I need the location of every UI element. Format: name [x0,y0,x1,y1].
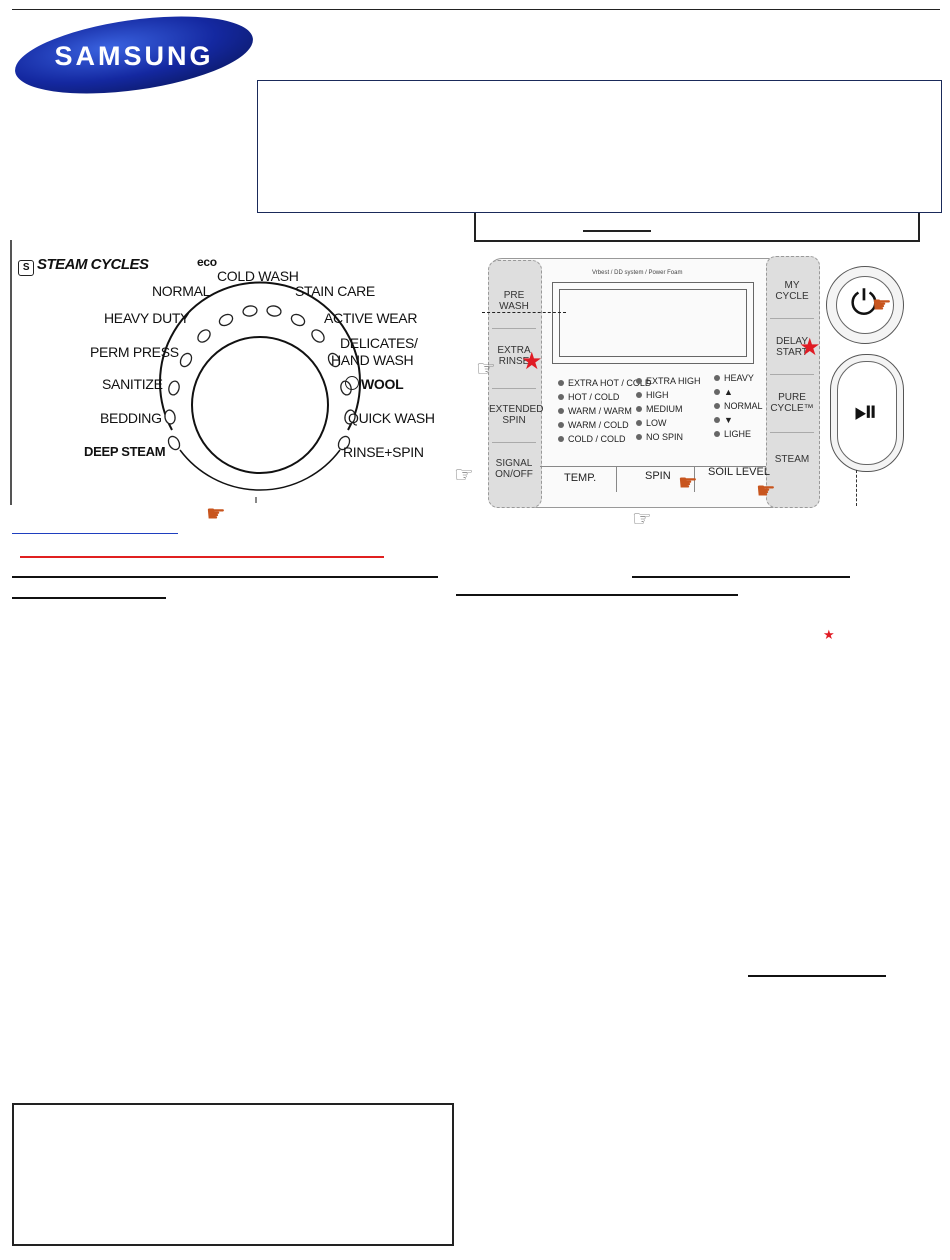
separator [770,432,814,433]
top-rule [12,9,940,10]
cycle-label-wool[interactable]: WOOL [345,376,404,392]
spin-button[interactable]: SPIN [645,470,671,482]
panel-left-column [488,260,542,508]
underline [12,597,166,599]
cycle-label-stain-care[interactable]: STAIN CARE [295,283,375,299]
separator [694,466,695,492]
dashed-guide [482,312,566,313]
spin-options: EXTRA HIGH HIGH MEDIUM LOW NO SPIN [636,376,701,442]
spin-option: EXTRA HIGH [636,376,701,386]
temp-options: EXTRA HOT / COLD HOT / COLD WARM / WARM … [558,378,651,444]
dashed-guide [856,470,858,506]
cycle-label-cold-wash[interactable]: COLD WASH [217,268,299,284]
pointing-hand-icon: ☞ [632,506,652,531]
separator [616,466,617,492]
cycle-label-rinse-spin[interactable]: RINSE+SPIN [343,444,424,460]
soil-option: LIGHE [714,429,763,439]
cycle-dial[interactable] [150,280,370,520]
note-box-bottom [12,1103,454,1246]
cycle-label-delicates[interactable]: DELICATES/ [340,335,418,351]
spin-option: LOW [636,418,701,428]
temp-option: COLD / COLD [558,434,651,444]
left-bracket [10,240,12,505]
cycle-label-deep-steam[interactable]: DEEP STEAM [84,444,166,459]
start-pause-button-inner [837,361,897,465]
pure-cycle-button[interactable]: PURE CYCLE™ [770,392,814,414]
star-icon: ★ [799,334,821,361]
separator [492,328,536,329]
underline [632,576,850,578]
separator [492,442,536,443]
cycle-label-normal[interactable]: NORMAL [152,283,211,299]
cycle-label-active-wear[interactable]: ACTIVE WEAR [324,310,418,326]
panel-caption: Vrbest / DD system / Power Foam [592,270,683,276]
panel-bottom-row [540,466,766,493]
temp-button[interactable]: TEMP. [564,472,597,484]
pointing-hand-icon: ☛ [206,501,226,526]
signal-button[interactable]: SIGNAL ON/OFF [495,458,533,480]
temp-option: HOT / COLD [558,392,651,402]
underline [456,594,738,596]
pointing-hand-icon: ☛ [756,478,776,503]
svg-text:SAMSUNG: SAMSUNG [54,41,213,71]
red-underline [20,556,384,558]
power-icon: ⏻ [850,284,878,322]
cycle-label-quick-wash[interactable]: QUICK WASH [348,410,435,426]
note-box-top [257,80,942,213]
pre-wash-button[interactable]: PRE WASH [499,290,529,312]
temp-option: WARM / COLD [558,420,651,430]
soil-option: ▲ [714,387,763,397]
note-box-sub [474,210,920,242]
cycle-label-hand-wash[interactable]: HAND WASH [331,352,414,368]
cycle-label-sanitize[interactable]: SANITIZE [102,376,163,392]
steam-button[interactable]: STEAM [774,454,810,465]
underline [748,975,886,977]
start-pause-icon: ⏯ [854,395,878,428]
soil-option: NORMAL [714,401,763,411]
soil-options: HEAVY ▲ NORMAL ▼ LIGHE [714,373,763,439]
pointing-hand-icon: ☛ [872,292,892,317]
cycle-label-heavy-duty[interactable]: HEAVY DUTY [104,310,190,326]
eco-mark: eco [197,255,217,269]
display-screen [552,282,754,364]
soil-option: HEAVY [714,373,763,383]
temp-option: WARM / WARM [558,406,651,416]
steam-icon: S [18,260,34,276]
soil-option: ▼ [714,415,763,425]
separator [492,388,536,389]
cycle-label-bedding[interactable]: BEDDING [100,410,162,426]
temp-option: EXTRA HOT / COLD [558,378,651,388]
cycle-label-perm-press[interactable]: PERM PRESS [90,344,179,360]
blue-underline [12,533,178,534]
pointing-hand-icon: ☛ [678,470,698,495]
separator [770,374,814,375]
pointing-hand-icon: ☞ [454,462,474,487]
note-box-underline [583,230,651,232]
underline [12,576,438,578]
samsung-logo: SAMSUNG [15,16,253,94]
extended-spin-button[interactable]: EXTENDED SPIN [489,404,544,426]
power-button-inner [836,276,894,334]
spin-option: NO SPIN [636,432,701,442]
separator [770,318,814,319]
spin-option: MEDIUM [636,404,701,414]
star-icon: ★ [521,348,543,375]
extra-rinse-button[interactable]: EXTRA RINSE [497,345,531,367]
wool-icon [345,376,359,390]
delay-start-button[interactable]: DELAY START [775,336,809,358]
spin-option: HIGH [636,390,701,400]
panel-right-column [766,256,820,508]
star-icon: ★ [823,627,835,642]
pointing-hand-icon: ☞ [476,356,496,381]
soil-level-button[interactable]: SOIL LEVEL [708,466,770,478]
my-cycle-button[interactable]: MY CYCLE [775,280,809,302]
